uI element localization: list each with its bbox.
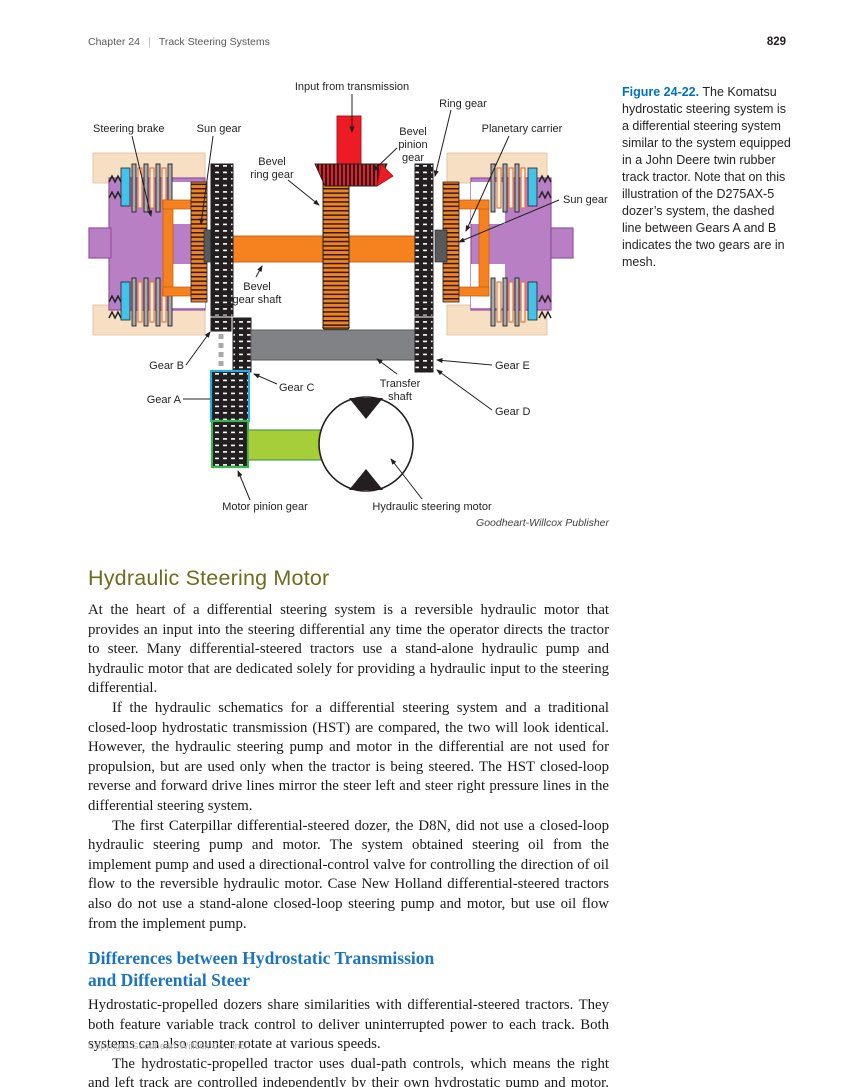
transfer-shaft-shape xyxy=(250,329,416,361)
motor-pinion-gear-shape xyxy=(210,419,250,469)
paragraph-3: The first Caterpillar differential-steer… xyxy=(88,817,609,932)
label-bevel-pinion-3: gear xyxy=(402,152,424,164)
label-gear-a: Gear A xyxy=(147,394,182,406)
page-number: 829 xyxy=(766,36,786,48)
label-sun-gear-left: Sun gear xyxy=(197,123,242,135)
gear-a-shape xyxy=(209,369,251,423)
left-output-gear-shape xyxy=(210,163,234,317)
label-planetary-carrier: Planetary carrier xyxy=(482,123,563,135)
label-hydraulic-motor: Hydraulic steering motor xyxy=(372,501,492,513)
left-assembly xyxy=(88,152,217,336)
figure-caption-label: Figure 24-22. xyxy=(622,85,700,99)
figure-caption-text: The Komatsu hydrostatic steering system … xyxy=(622,85,791,269)
label-ring-gear: Ring gear xyxy=(439,98,487,110)
label-gear-d: Gear D xyxy=(495,406,531,418)
header-divider: | xyxy=(147,36,151,48)
label-transfer-2: shaft xyxy=(388,391,412,403)
label-gear-c: Gear C xyxy=(279,382,315,394)
gear-c-shape xyxy=(232,317,252,373)
section-heading: Hydraulic Steering Motor xyxy=(88,566,330,590)
label-steering-brake: Steering brake xyxy=(93,123,165,135)
copyright-line: Copyright Goodheart-Willcox Co., Inc. xyxy=(88,1041,248,1052)
label-bevel-ring-2: ring gear xyxy=(250,169,294,181)
page-header: Chapter 24 | Track Steering Systems 829 xyxy=(88,36,786,48)
subheading-line-2: and Differential Steer xyxy=(88,970,251,991)
gear-d-shape xyxy=(414,163,434,317)
label-motor-pinion: Motor pinion gear xyxy=(222,501,308,513)
label-gear-e: Gear E xyxy=(495,360,530,372)
clutch-discs-right xyxy=(490,163,526,327)
label-bevel-pinion-2: pinion xyxy=(398,139,427,151)
paragraph-2: If the hydraulic schematics for a differ… xyxy=(88,699,609,814)
label-bevel-ring-1: Bevel xyxy=(258,156,286,168)
steering-brake-discs-left xyxy=(131,163,173,327)
label-sun-gear-right: Sun gear xyxy=(563,194,608,206)
leader-lines xyxy=(131,94,560,501)
running-head: Chapter 24 | Track Steering Systems xyxy=(88,36,270,48)
chapter-label: Chapter 24 xyxy=(88,36,140,48)
brake-springs-right xyxy=(538,174,552,320)
diagram-labels: Input from transmission Ring gear Steeri… xyxy=(93,81,609,529)
subsection-heading: Differences between Hydrostatic Transmis… xyxy=(88,947,609,991)
subheading-line-1: Differences between Hydrostatic Transmis… xyxy=(88,948,435,969)
section-label: Track Steering Systems xyxy=(158,36,270,48)
figure-caption: Figure 24-22. The Komatsu hydrostatic st… xyxy=(622,84,794,271)
bevel-ring-gear-shape xyxy=(322,169,350,329)
label-bevel-shaft-1: Bevel xyxy=(243,281,271,293)
label-transfer-1: Transfer xyxy=(380,378,421,390)
right-assembly xyxy=(434,152,574,336)
label-bevel-pinion-1: Bevel xyxy=(399,126,427,138)
label-bevel-shaft-2: gear shaft xyxy=(233,294,282,306)
hydraulic-motor-symbol xyxy=(318,396,414,492)
motor-shaft-shape xyxy=(247,429,323,461)
label-gear-b: Gear B xyxy=(149,360,184,372)
body-text-column: At the heart of a differential steering … xyxy=(88,601,609,1087)
paragraph-1: At the heart of a differential steering … xyxy=(88,602,609,697)
gear-e-shape xyxy=(414,317,434,373)
input-shaft-shape xyxy=(336,115,362,167)
label-input: Input from transmission xyxy=(295,81,409,93)
gear-b-shape xyxy=(210,317,232,332)
figure-credit: Goodheart-Willcox Publisher xyxy=(476,517,609,529)
brake-springs-left xyxy=(108,174,122,320)
paragraph-5: The hydrostatic-propelled tractor uses d… xyxy=(88,1055,609,1087)
steering-system-diagram: Input from transmission Ring gear Steeri… xyxy=(88,81,609,529)
paragraph-4: Hydrostatic-propelled dozers share simil… xyxy=(88,997,609,1053)
